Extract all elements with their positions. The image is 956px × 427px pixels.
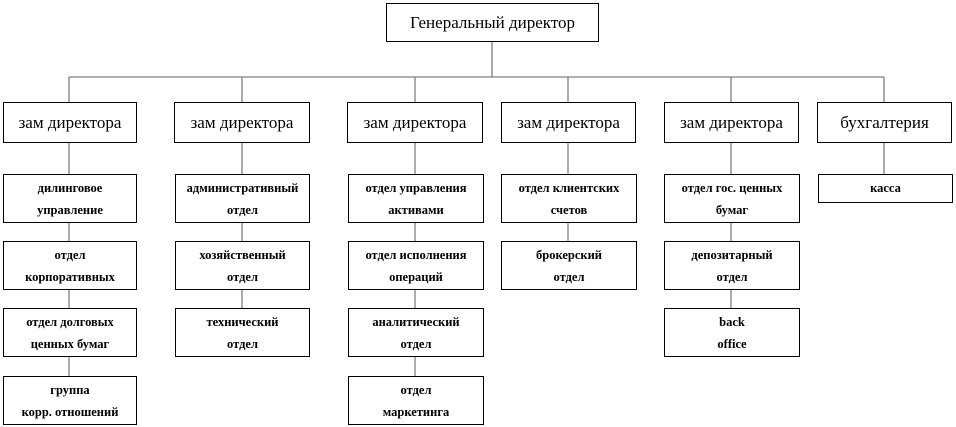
unit-label: аналитический отдел: [372, 315, 460, 351]
head-label: зам директора: [363, 112, 467, 132]
head-label: зам директора: [190, 112, 294, 132]
unit-box: отдел клиентских счетов: [501, 174, 637, 223]
unit-label: отдел долговых ценных бумаг: [26, 315, 114, 351]
unit-label: технический отдел: [206, 315, 279, 351]
unit-box: касса: [818, 174, 953, 203]
unit-box: технический отдел: [175, 308, 310, 357]
unit-label: административный отдел: [186, 181, 299, 217]
head-label: бухгалтерия: [840, 112, 929, 132]
unit-label: дилинговое управление: [37, 181, 103, 217]
unit-box: отдел долговых ценных бумаг: [3, 308, 137, 357]
head-label: зам директора: [18, 112, 122, 132]
deputy-director-box: зам директора: [174, 102, 310, 143]
head-label: зам директора: [517, 112, 620, 132]
deputy-director-box: зам директора: [3, 102, 137, 143]
unit-label: хозяйственный отдел: [199, 248, 286, 284]
unit-box: отдел гос. ценных бумаг: [664, 174, 800, 223]
accounting-box: бухгалтерия: [817, 102, 952, 143]
deputy-director-box: зам директора: [501, 102, 636, 143]
unit-box: хозяйственный отдел: [175, 241, 310, 290]
unit-box: группа корр. отношений: [3, 376, 137, 425]
unit-label: отдел корпоративных финансов: [25, 248, 115, 284]
unit-box: дилинговое управление: [3, 174, 137, 223]
unit-label: отдел исполнения операций: [365, 248, 467, 284]
unit-box: брокерский отдел: [501, 241, 637, 290]
unit-box: отдел исполнения операций: [348, 241, 484, 290]
unit-box: аналитический отдел: [348, 308, 484, 357]
deputy-director-box: зам директора: [664, 102, 799, 143]
unit-label: депозитарный отдел: [691, 248, 773, 284]
unit-label: группа корр. отношений: [21, 383, 119, 419]
head-label: зам директора: [680, 112, 783, 132]
unit-label: отдел управления активами: [365, 181, 467, 217]
unit-label: отдел клиентских счетов: [518, 181, 620, 217]
general-director-box: Генеральный директор: [386, 3, 599, 42]
unit-label: брокерский отдел: [536, 248, 602, 284]
unit-box: отдел корпоративных финансов: [3, 241, 137, 290]
unit-box: административный отдел: [175, 174, 310, 223]
unit-label: касса: [870, 181, 901, 195]
unit-box: отдел маркетинга: [348, 376, 484, 425]
unit-box: отдел управления активами: [348, 174, 484, 223]
unit-label: back office: [717, 315, 747, 351]
unit-box: back office: [664, 308, 800, 357]
unit-label: отдел гос. ценных бумаг: [681, 181, 783, 217]
unit-label: отдел маркетинга: [382, 383, 450, 419]
general-director-label: Генеральный директор: [409, 12, 576, 32]
deputy-director-box: зам директора: [347, 102, 483, 143]
unit-box: депозитарный отдел: [664, 241, 800, 290]
